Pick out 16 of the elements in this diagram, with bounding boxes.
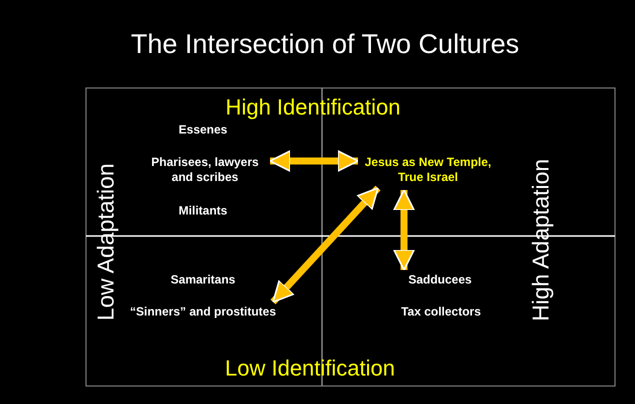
group-label: Essenes [178, 122, 228, 138]
axis-label: High Identification [226, 93, 400, 121]
axis-label: Low Identification [225, 354, 395, 382]
axis-label: Low Adaptation [92, 163, 120, 321]
group-label: Tax collectors [401, 304, 481, 320]
double-arrow [269, 150, 359, 172]
double-arrow [270, 186, 381, 304]
group-label: Pharisees, lawyers and scribes [146, 155, 264, 185]
title: The Intersection of Two Cultures [130, 28, 520, 62]
group-label: Jesus as New Temple, True Israel [363, 155, 493, 185]
group-label: “Sinners” and prostitutes [130, 304, 276, 320]
group-label: Samaritans [170, 272, 236, 288]
group-label: Militants [178, 204, 228, 218]
axis-label: High Adaptation [526, 158, 555, 322]
double-arrow [393, 189, 415, 271]
group-label: Sadducees [408, 272, 472, 288]
